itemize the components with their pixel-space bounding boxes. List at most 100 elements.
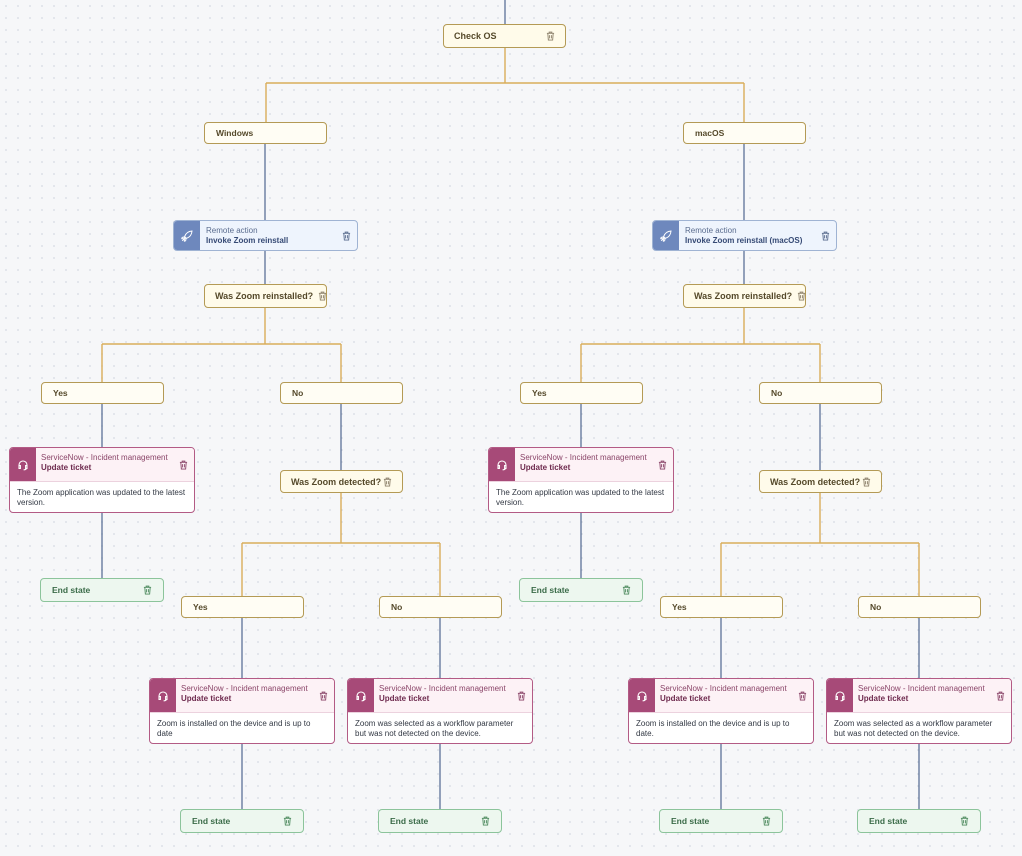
trash-icon[interactable] (481, 816, 490, 826)
condition-label: Was Zoom reinstalled? (215, 291, 314, 301)
trash-icon[interactable] (383, 477, 392, 487)
trash-icon[interactable] (658, 460, 667, 470)
branch-win-det-yes[interactable]: Yes (181, 596, 304, 618)
trash-icon[interactable] (342, 231, 351, 241)
branch-win-det-no[interactable]: No (379, 596, 502, 618)
end-state-win-det-yes[interactable]: End state (180, 809, 304, 833)
branch-label: No (292, 388, 304, 398)
end-state-mac-yes[interactable]: End state (519, 578, 643, 602)
condition-win-detected[interactable]: Was Zoom detected? (280, 470, 403, 493)
headset-icon (489, 448, 515, 481)
headset-icon (629, 679, 655, 712)
trash-icon[interactable] (960, 816, 969, 826)
ticket-mac-yes[interactable]: ServiceNow - Incident management Update … (488, 447, 674, 513)
remote-action-kind: Remote action (685, 226, 737, 235)
condition-win-reinstalled[interactable]: Was Zoom reinstalled? (204, 284, 327, 308)
remote-action-title: Invoke Zoom reinstall (macOS) (685, 236, 803, 245)
branch-windows[interactable]: Windows (204, 122, 327, 144)
ticket-win-det-yes[interactable]: ServiceNow - Incident management Update … (149, 678, 335, 744)
branch-mac-no[interactable]: No (759, 382, 882, 404)
branch-win-yes[interactable]: Yes (41, 382, 164, 404)
trash-icon[interactable] (319, 691, 328, 701)
ticket-description: Zoom is installed on the device and is u… (636, 719, 790, 738)
trash-icon[interactable] (862, 477, 871, 487)
end-state-label: End state (390, 816, 429, 826)
branch-mac-yes[interactable]: Yes (520, 382, 643, 404)
ticket-mac-det-yes[interactable]: ServiceNow - Incident management Update … (628, 678, 814, 744)
condition-mac-detected[interactable]: Was Zoom detected? (759, 470, 882, 493)
trash-icon[interactable] (798, 691, 807, 701)
branch-mac-reinstalled (580, 308, 821, 382)
headset-icon (150, 679, 176, 712)
end-state-mac-det-no[interactable]: End state (857, 809, 981, 833)
rocket-icon (174, 221, 200, 250)
branch-win-reinstalled (101, 308, 342, 382)
end-state-label: End state (192, 816, 231, 826)
condition-mac-reinstalled[interactable]: Was Zoom reinstalled? (683, 284, 806, 308)
end-state-label: End state (531, 585, 570, 595)
ticket-win-det-no[interactable]: ServiceNow - Incident management Update … (347, 678, 533, 744)
branch-label: Yes (672, 602, 687, 612)
trash-icon[interactable] (762, 816, 771, 826)
ticket-description: The Zoom application was updated to the … (496, 488, 665, 507)
ticket-kind: ServiceNow - Incident management (41, 453, 168, 462)
branch-label: Yes (532, 388, 547, 398)
remote-action-kind: Remote action (206, 226, 258, 235)
ticket-title: Update ticket (181, 694, 232, 703)
headset-icon (348, 679, 374, 712)
branch-mac-detected (720, 493, 920, 596)
ticket-kind: ServiceNow - Incident management (660, 684, 787, 693)
check-os-node[interactable]: Check OS (443, 24, 566, 48)
ticket-description: The Zoom application was updated to the … (17, 488, 186, 507)
end-state-label: End state (671, 816, 710, 826)
remote-action-macos[interactable]: Remote action Invoke Zoom reinstall (mac… (652, 220, 837, 251)
branch-macos-label: macOS (695, 128, 725, 138)
trash-icon[interactable] (179, 460, 188, 470)
trash-icon[interactable] (546, 31, 555, 41)
remote-action-title: Invoke Zoom reinstall (206, 236, 289, 245)
ticket-description: Zoom was selected as a workflow paramete… (355, 719, 514, 738)
branch-win-detected (241, 493, 441, 596)
end-state-mac-det-yes[interactable]: End state (659, 809, 783, 833)
ticket-title: Update ticket (858, 694, 909, 703)
trash-icon[interactable] (143, 585, 152, 595)
ticket-win-yes[interactable]: ServiceNow - Incident management Update … (9, 447, 195, 513)
branch-label: No (391, 602, 403, 612)
ticket-title: Update ticket (41, 463, 92, 472)
condition-label: Was Zoom reinstalled? (694, 291, 793, 301)
headset-icon (10, 448, 36, 481)
trash-icon[interactable] (283, 816, 292, 826)
trash-icon[interactable] (622, 585, 631, 595)
ticket-kind: ServiceNow - Incident management (181, 684, 308, 693)
branch-label: No (771, 388, 783, 398)
branch-windows-label: Windows (216, 128, 254, 138)
trash-icon[interactable] (821, 231, 830, 241)
branch-mac-det-yes[interactable]: Yes (660, 596, 783, 618)
check-os-label: Check OS (454, 31, 497, 41)
end-state-label: End state (869, 816, 908, 826)
condition-label: Was Zoom detected? (291, 476, 382, 487)
rocket-icon (653, 221, 679, 250)
ticket-kind: ServiceNow - Incident management (520, 453, 647, 462)
remote-action-windows[interactable]: Remote action Invoke Zoom reinstall (173, 220, 358, 251)
ticket-title: Update ticket (660, 694, 711, 703)
branch-macos[interactable]: macOS (683, 122, 806, 144)
branch-win-no[interactable]: No (280, 382, 403, 404)
ticket-title: Update ticket (379, 694, 430, 703)
trash-icon[interactable] (318, 291, 327, 301)
trash-icon[interactable] (797, 291, 806, 301)
branch-label: Yes (193, 602, 208, 612)
ticket-description: Zoom was selected as a workflow paramete… (834, 719, 993, 738)
branch-mac-det-no[interactable]: No (858, 596, 981, 618)
ticket-kind: ServiceNow - Incident management (379, 684, 506, 693)
branch-label: Yes (53, 388, 68, 398)
condition-label: Was Zoom detected? (770, 476, 861, 487)
trash-icon[interactable] (996, 691, 1005, 701)
end-state-win-yes[interactable]: End state (40, 578, 164, 602)
ticket-mac-det-no[interactable]: ServiceNow - Incident management Update … (826, 678, 1012, 744)
branch-label: No (870, 602, 882, 612)
trash-icon[interactable] (517, 691, 526, 701)
headset-icon (827, 679, 853, 712)
ticket-description: Zoom is installed on the device and is u… (157, 719, 311, 738)
end-state-win-det-no[interactable]: End state (378, 809, 502, 833)
